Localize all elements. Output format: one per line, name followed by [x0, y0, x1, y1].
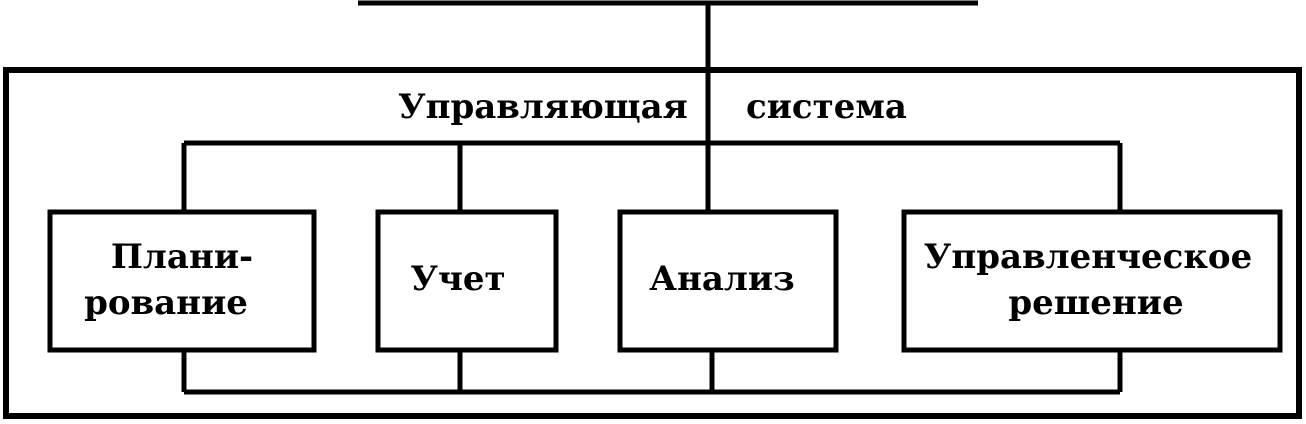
- management-system-frame: [3, 67, 1302, 419]
- box-accounting-label: Учет: [410, 259, 505, 299]
- box-analysis: Анализ: [617, 209, 839, 353]
- system-title-left: Управляющая: [398, 87, 688, 127]
- box-decision-frame: [901, 209, 1283, 353]
- box-planning-frame: [47, 209, 317, 353]
- box-accounting-frame: [375, 209, 559, 353]
- box-decision-label-line1: Управленческое: [924, 237, 1252, 277]
- box-planning-label-line1: Плани-: [111, 237, 253, 277]
- system-title-right: система: [746, 87, 907, 127]
- box-accounting: Учет: [375, 209, 559, 353]
- box-analysis-frame: [617, 209, 839, 353]
- box-decision-label-line2: решение: [1008, 283, 1183, 323]
- box-planning: Плани- рование: [47, 209, 317, 353]
- box-analysis-label: Анализ: [649, 259, 795, 299]
- box-decision: Управленческое решение: [901, 209, 1283, 353]
- box-planning-label-line2: рование: [84, 283, 248, 323]
